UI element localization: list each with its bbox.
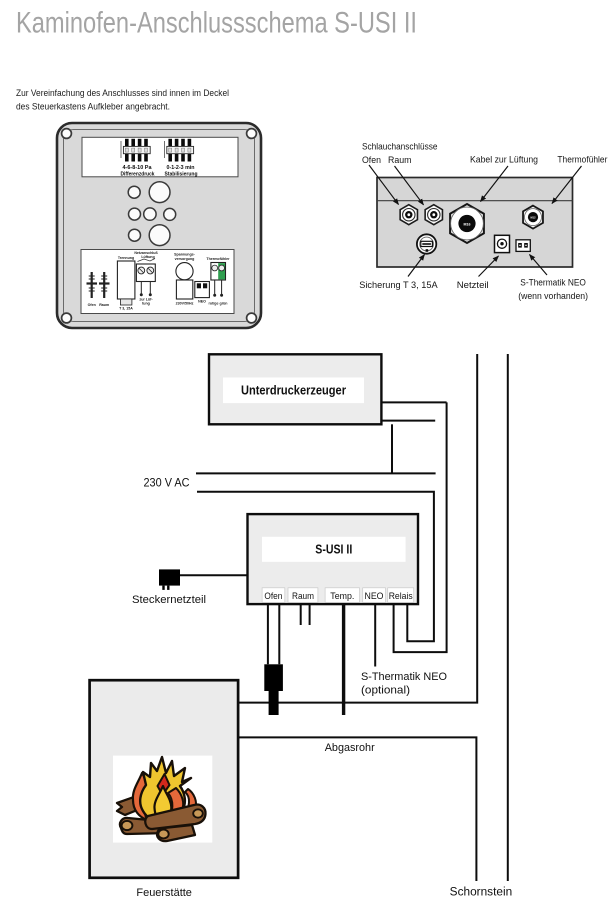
svg-text:versorgung: versorgung: [175, 257, 195, 261]
svg-text:230 V AC: 230 V AC: [144, 476, 190, 490]
svg-text:Ofen: Ofen: [264, 591, 282, 602]
svg-text:Raum: Raum: [292, 591, 314, 602]
svg-text:Differenzdruck: Differenzdruck: [121, 171, 155, 177]
svg-text:Kabel zur Lüftung: Kabel zur Lüftung: [470, 154, 538, 165]
svg-text:Netzteil: Netzteil: [457, 280, 489, 291]
svg-text:(wenn vorhanden): (wenn vorhanden): [518, 291, 588, 302]
svg-text:Abgasrohr: Abgasrohr: [325, 742, 375, 754]
svg-text:NEO: NEO: [198, 300, 206, 304]
svg-text:Steckernetzteil: Steckernetzteil: [132, 594, 206, 606]
svg-text:Sicherung T 3, 15A: Sicherung T 3, 15A: [359, 280, 438, 291]
svg-text:Ofen: Ofen: [362, 155, 381, 166]
svg-text:Trennung: Trennung: [118, 256, 134, 260]
svg-text:Netzanschluß: Netzanschluß: [134, 251, 158, 255]
svg-text:4-6-8-10 Pa: 4-6-8-10 Pa: [123, 165, 152, 171]
svg-text:Temp.: Temp.: [330, 591, 354, 602]
svg-text:Schornstein: Schornstein: [450, 887, 513, 899]
svg-text:T 3, 15A: T 3, 15A: [119, 307, 133, 311]
svg-text:Spannungs-: Spannungs-: [174, 253, 196, 257]
svg-text:Schlauchanschlüsse: Schlauchanschlüsse: [362, 142, 438, 153]
svg-text:Relais: Relais: [389, 591, 413, 602]
svg-text:Raum: Raum: [388, 155, 412, 166]
svg-text:S-Thermatik NEO: S-Thermatik NEO: [520, 278, 586, 289]
svg-text:M12: M12: [530, 216, 536, 220]
svg-text:Thermofühler: Thermofühler: [557, 155, 608, 166]
svg-text:Unterdruckerzeuger: Unterdruckerzeuger: [241, 383, 346, 398]
svg-text:rot/ge grün: rot/ge grün: [209, 302, 228, 306]
svg-text:Lüftung: Lüftung: [141, 255, 154, 259]
svg-text:Zur Vereinfachung des Anschlus: Zur Vereinfachung des Anschlusses sind i…: [16, 88, 229, 98]
svg-text:Raum: Raum: [99, 303, 109, 307]
svg-text:zur Lüf-: zur Lüf-: [139, 298, 153, 302]
svg-text:0-1-2-3 min: 0-1-2-3 min: [167, 165, 195, 171]
svg-text:Stabilisierung: Stabilisierung: [165, 171, 198, 177]
svg-text:Feuerstätte: Feuerstätte: [136, 887, 192, 899]
svg-text:Thermofühler: Thermofühler: [206, 257, 230, 261]
svg-text:NEO: NEO: [365, 591, 384, 602]
svg-text:tung: tung: [142, 302, 150, 306]
svg-text:230V/50Hz: 230V/50Hz: [176, 302, 194, 306]
svg-text:Kaminofen-Anschlussschema S-US: Kaminofen-Anschlussschema S-USI II: [16, 7, 417, 40]
svg-text:(optional): (optional): [361, 685, 410, 697]
svg-text:S-USI II: S-USI II: [315, 542, 352, 557]
svg-text:des Steuerkastens Aufkleber an: des Steuerkastens Aufkleber angebracht.: [16, 102, 170, 112]
svg-text:S-Thermatik NEO: S-Thermatik NEO: [361, 671, 447, 683]
svg-text:Ofen: Ofen: [88, 303, 96, 307]
svg-text:M16: M16: [464, 223, 471, 227]
